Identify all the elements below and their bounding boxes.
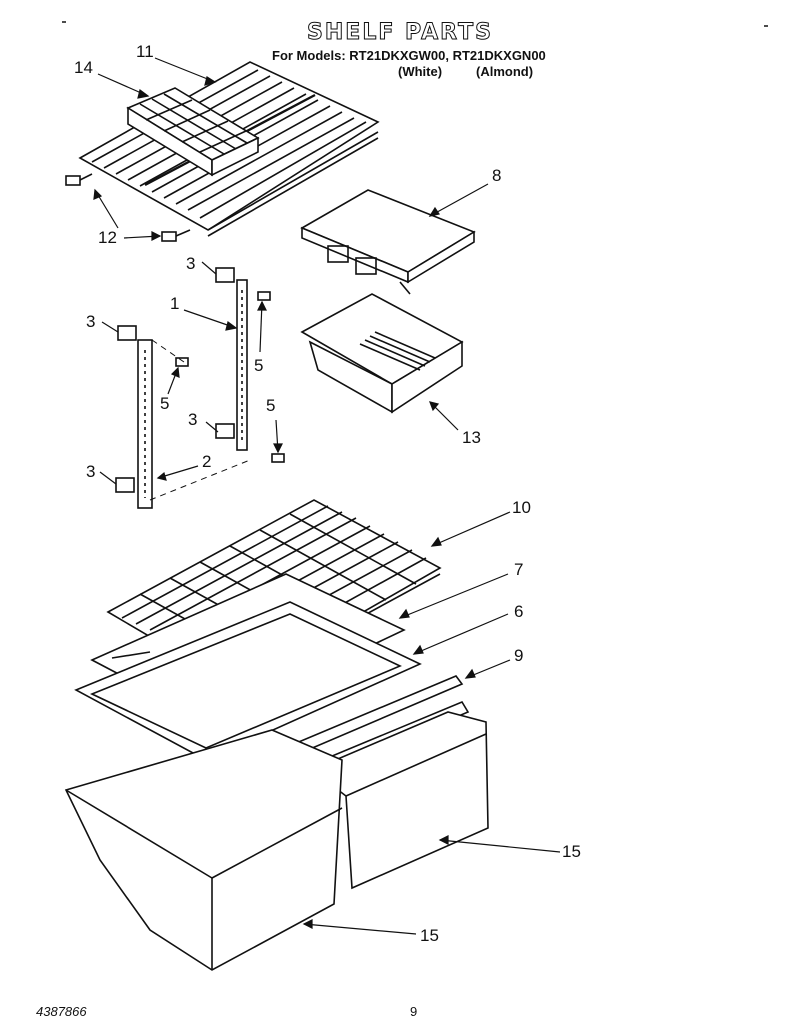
tray-part-8 <box>300 189 476 295</box>
callout-13: 13 <box>462 428 481 447</box>
variant-white: (White) <box>398 64 443 79</box>
variant-almond: (Almond) <box>476 64 534 79</box>
callout-10: 10 <box>512 498 531 517</box>
callout-11: 11 <box>136 42 154 61</box>
callout-5-right: 5 <box>254 356 264 375</box>
page-title: SHELF PARTS <box>307 20 493 46</box>
callout-8: 8 <box>492 166 502 185</box>
callout-3-left: 3 <box>86 312 96 331</box>
shelf-end-caps-part-12 <box>65 173 191 242</box>
callout-3-middle: 3 <box>188 410 198 429</box>
callout-5-left: 5 <box>160 394 170 413</box>
model-numbers: For Models: RT21DKXGW00, RT21DKXGN00 <box>272 48 546 63</box>
callout-9: 9 <box>514 646 524 665</box>
crisper-drawer-part-15-right <box>310 711 489 890</box>
callout-3-top: 3 <box>186 254 196 273</box>
screws-part-5 <box>175 291 285 463</box>
callout-2: 2 <box>202 452 212 471</box>
callout-15-left: 15 <box>420 926 439 945</box>
crisper-drawer-part-15-left <box>64 729 343 971</box>
callout-1: 1 <box>170 294 180 313</box>
callout-7: 7 <box>514 560 524 579</box>
ice-tray-part-14 <box>126 87 260 177</box>
callout-15-right: 15 <box>562 842 581 861</box>
callout-14: 14 <box>74 58 93 77</box>
callout-12: 12 <box>98 228 117 247</box>
callout-6: 6 <box>514 602 524 621</box>
document-number: 4387866 <box>36 1004 87 1019</box>
callout-3-bottom: 3 <box>86 462 96 481</box>
rail-brackets-part-3 <box>115 267 235 493</box>
shelf-rail-part-1 <box>236 279 248 451</box>
shelf-rail-part-2 <box>137 339 153 509</box>
drawer-part-13 <box>300 293 464 414</box>
crisper-cover-frame-part-6 <box>74 601 422 761</box>
page-number: 9 <box>410 1004 418 1019</box>
callout-5-lower: 5 <box>266 396 276 415</box>
